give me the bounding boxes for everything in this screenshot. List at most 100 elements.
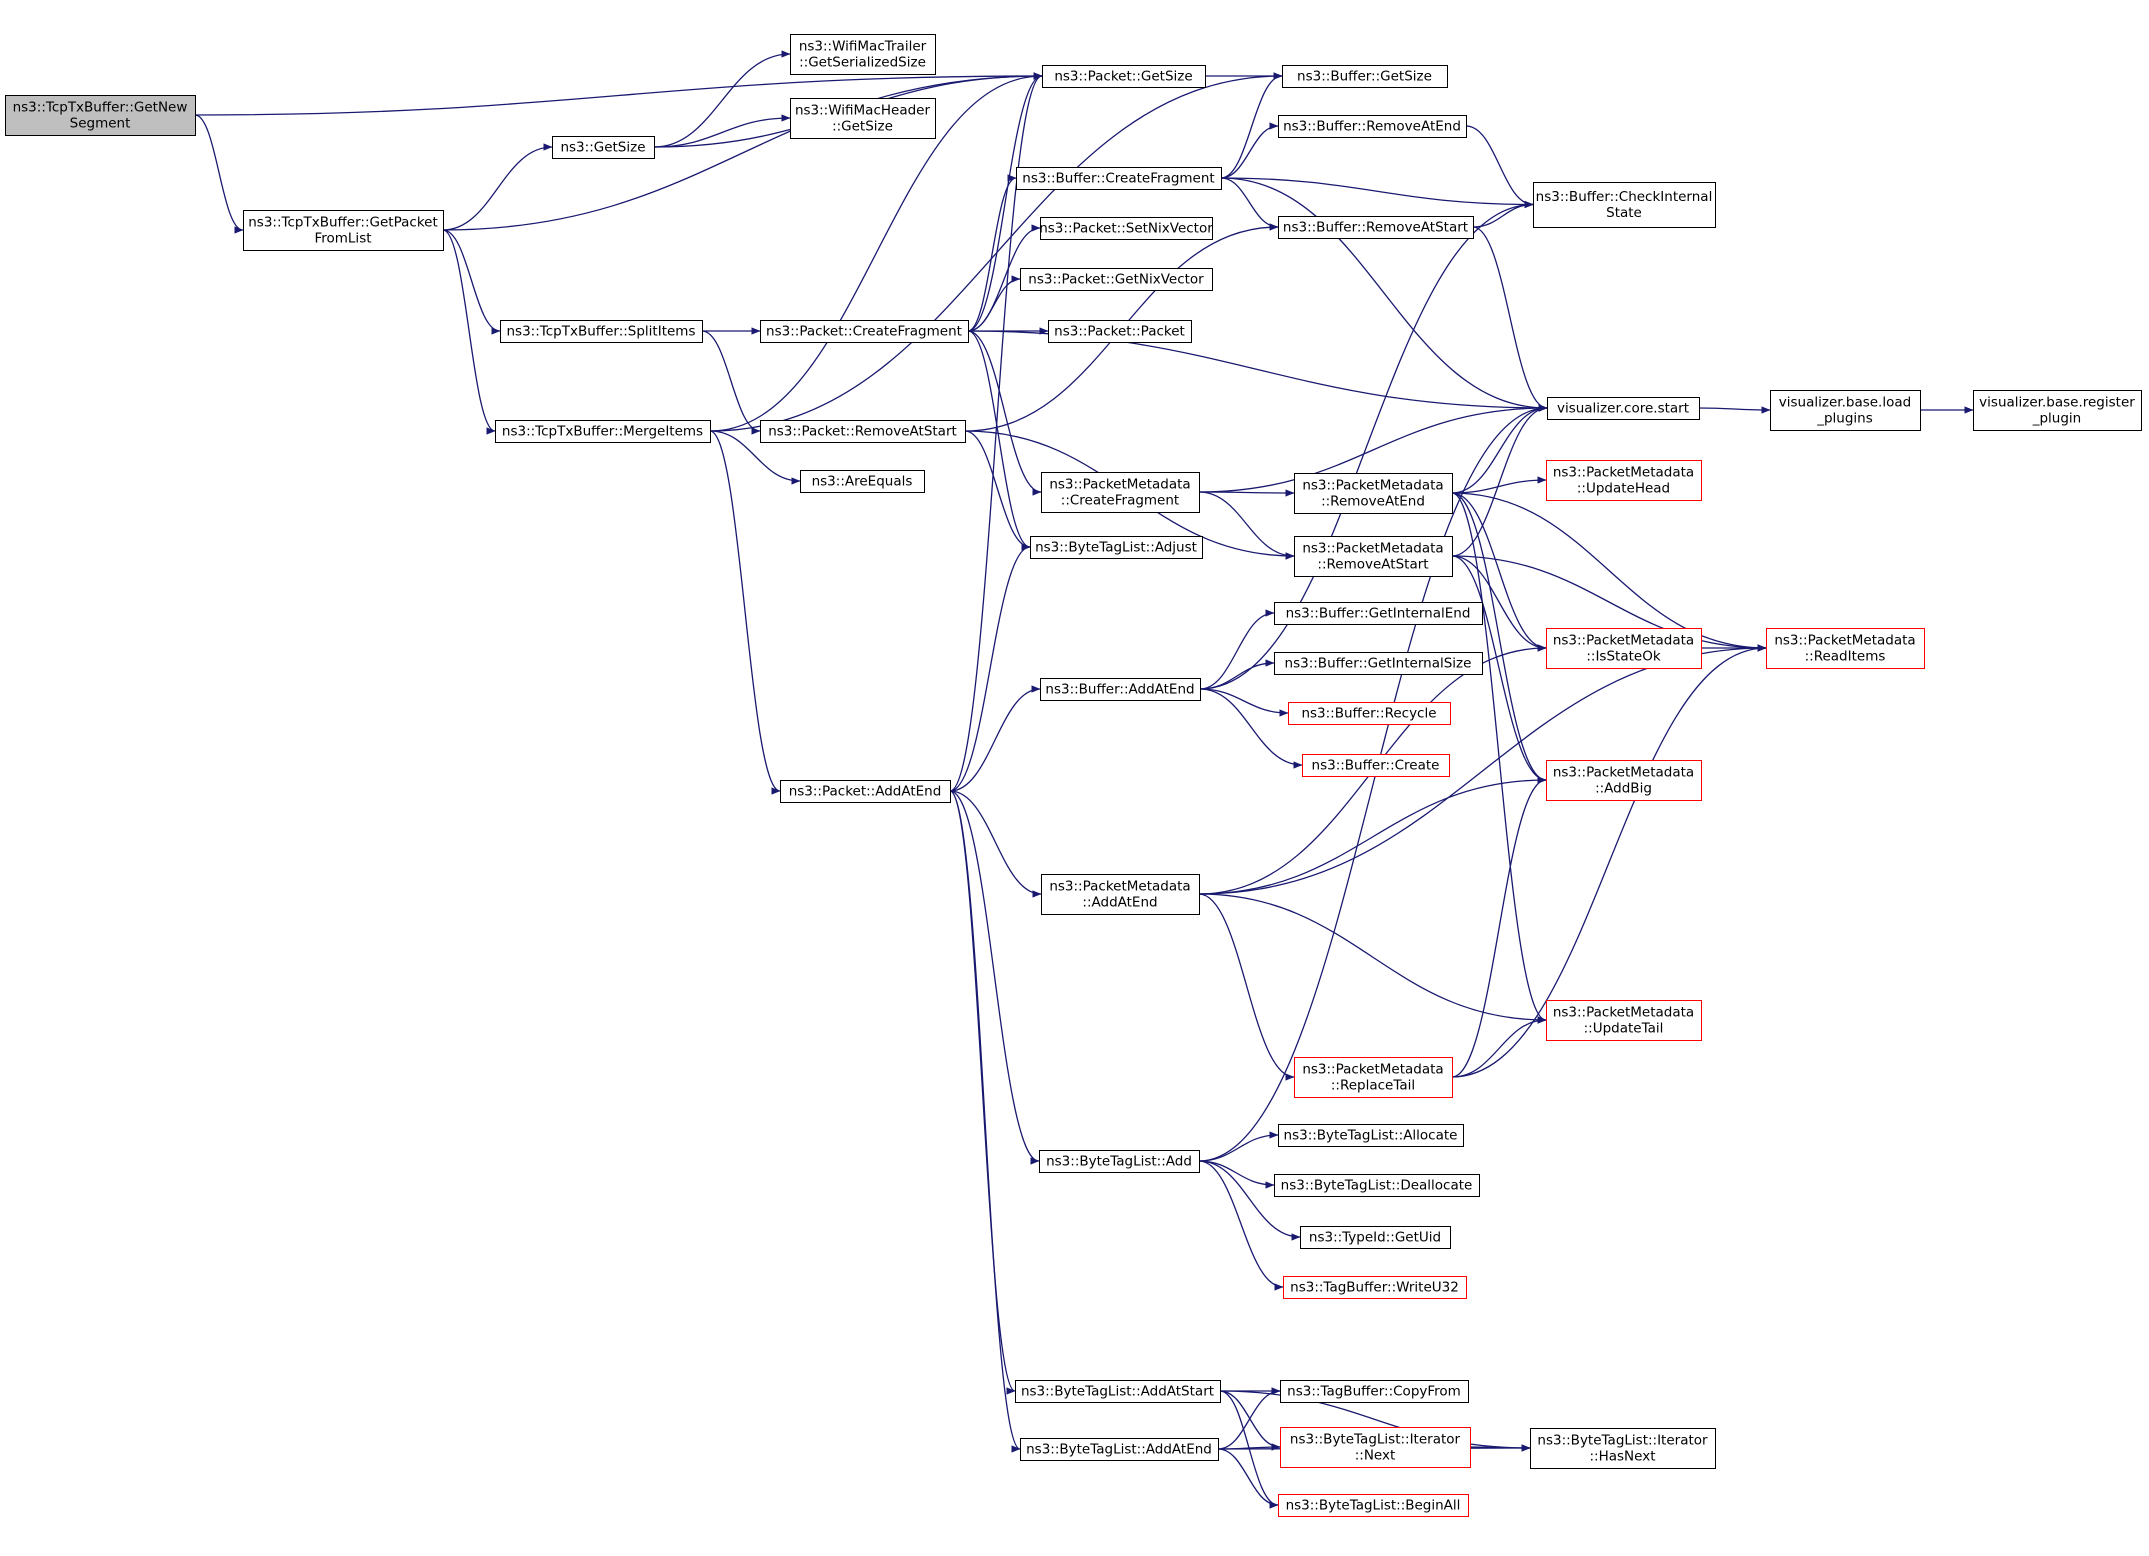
edge-getpacketfromlist-to-getsize xyxy=(442,143,553,231)
node-btl-allocate[interactable]: ns3::ByteTagList::Allocate xyxy=(1278,1124,1464,1147)
edge-viz-core-start-to-viz-load-plugins xyxy=(1698,406,1771,414)
node-buf-recycle[interactable]: ns3::Buffer::Recycle xyxy=(1288,702,1451,725)
node-buf-create[interactable]: ns3::Buffer::Create xyxy=(1302,754,1450,777)
node-buf-removeatstart[interactable]: ns3::Buffer::RemoveAtStart xyxy=(1278,216,1474,239)
node-buf-addatend[interactable]: ns3::Buffer::AddAtEnd xyxy=(1040,678,1201,701)
node-label: ::ReplaceTail xyxy=(1331,1078,1415,1094)
edge-pm-removeatstart-to-pm-addbig xyxy=(1451,555,1547,784)
node-typeid-getuid[interactable]: ns3::TypeId::GetUid xyxy=(1300,1226,1451,1249)
edge-pm-removeatstart-to-viz-core-start xyxy=(1451,404,1548,557)
edge-arrow xyxy=(701,330,761,435)
edge-arrow xyxy=(967,330,1031,551)
node-label: ns3::Buffer::RemoveAtEnd xyxy=(1283,119,1461,135)
node-label: ::AddBig xyxy=(1595,781,1652,797)
node-pkt-getsize[interactable]: ns3::Packet::GetSize xyxy=(1042,65,1206,88)
node-tagbuf-writeu32[interactable]: ns3::TagBuffer::WriteU32 xyxy=(1283,1276,1467,1299)
node-pkt-setnix[interactable]: ns3::Packet::SetNixVector xyxy=(1039,217,1213,240)
node-pm-removeatend[interactable]: ns3::PacketMetadata::RemoveAtEnd xyxy=(1294,473,1453,514)
edge-arrow xyxy=(1465,125,1534,209)
node-pm-removeatstart[interactable]: ns3::PacketMetadata::RemoveAtStart xyxy=(1294,536,1453,577)
edge-arrow xyxy=(967,330,1042,496)
node-pm-updatehead[interactable]: ns3::PacketMetadata::UpdateHead xyxy=(1546,460,1702,501)
node-pkt-removeatstart[interactable]: ns3::Packet::RemoveAtStart xyxy=(760,420,966,443)
node-buf-getinternalend[interactable]: ns3::Buffer::GetInternalEnd xyxy=(1274,602,1483,625)
edge-buf-createfragment-to-buf-getsize xyxy=(1220,72,1283,179)
node-box xyxy=(500,320,703,343)
node-box xyxy=(800,470,925,493)
edge-arrow xyxy=(949,790,1021,1453)
node-btl-deallocate[interactable]: ns3::ByteTagList::Deallocate xyxy=(1274,1174,1480,1197)
edge-arrow xyxy=(653,50,791,148)
node-mergeitems[interactable]: ns3::TcpTxBuffer::MergeItems xyxy=(495,420,711,443)
node-btl-addatstart[interactable]: ns3::ByteTagList::AddAtStart xyxy=(1015,1380,1221,1403)
node-getsize[interactable]: ns3::GetSize xyxy=(552,136,655,159)
edge-arrow xyxy=(1698,406,1771,414)
node-btl-addatend[interactable]: ns3::ByteTagList::AddAtEnd xyxy=(1020,1438,1219,1461)
edge-buf-removeatstart-to-viz-core-start xyxy=(1472,226,1548,412)
node-viz-core-start[interactable]: visualizer.core.start xyxy=(1547,397,1700,420)
node-buf-getsize[interactable]: ns3::Buffer::GetSize xyxy=(1282,65,1448,88)
node-box xyxy=(1280,1427,1471,1468)
node-box xyxy=(1302,754,1450,777)
edge-arrow xyxy=(1451,555,1547,784)
node-viz-register-plugin[interactable]: visualizer.base.register_plugin xyxy=(1973,390,2142,431)
node-box xyxy=(552,136,655,159)
node-label: ns3::ByteTagList::AddAtEnd xyxy=(1026,1442,1212,1458)
edge-arrow xyxy=(1220,177,1279,231)
edge-pkt-addatend-to-pkt-getsize xyxy=(949,72,1043,792)
node-label: State xyxy=(1606,205,1642,221)
node-label: ::Next xyxy=(1355,1448,1396,1464)
edge-getpacketfromlist-to-splititems xyxy=(442,229,501,335)
node-pm-readitems[interactable]: ns3::PacketMetadata::ReadItems xyxy=(1766,628,1925,669)
node-tagbuf-copyfrom[interactable]: ns3::TagBuffer::CopyFrom xyxy=(1280,1380,1469,1403)
node-buf-removeatend[interactable]: ns3::Buffer::RemoveAtEnd xyxy=(1278,115,1467,138)
edge-layer xyxy=(194,50,1974,1509)
edge-pm-replacetail-to-pm-readitems xyxy=(1451,644,1767,1078)
node-pkt-packet[interactable]: ns3::Packet::Packet xyxy=(1048,320,1192,343)
node-buf-getinternalsize[interactable]: ns3::Buffer::GetInternalSize xyxy=(1274,652,1483,675)
edge-arrow xyxy=(1220,177,1548,412)
edge-mergeitems-to-areequals xyxy=(709,430,801,485)
node-btl-add[interactable]: ns3::ByteTagList::Add xyxy=(1039,1150,1200,1173)
edge-arrow xyxy=(1198,1131,1279,1162)
edge-arrow xyxy=(1220,177,1534,209)
edge-pkt-addatend-to-buf-addatend xyxy=(949,685,1041,792)
node-btl-adjust[interactable]: ns3::ByteTagList::Adjust xyxy=(1030,536,1203,559)
node-box xyxy=(1016,167,1222,190)
node-viz-load-plugins[interactable]: visualizer.base.load_plugins xyxy=(1770,390,1921,431)
node-pkt-getnix[interactable]: ns3::Packet::GetNixVector xyxy=(1020,268,1213,291)
node-pm-createfragment[interactable]: ns3::PacketMetadata::CreateFragment xyxy=(1041,472,1200,513)
node-btl-iter-next[interactable]: ns3::ByteTagList::Iterator::Next xyxy=(1280,1427,1471,1468)
node-wifiheader[interactable]: ns3::WifiMacHeader::GetSize xyxy=(790,98,936,139)
node-btl-iter-hasnext[interactable]: ns3::ByteTagList::Iterator::HasNext xyxy=(1530,1428,1716,1469)
edge-arrow xyxy=(1451,776,1547,1078)
edge-pm-removeatend-to-pm-updatehead xyxy=(1451,476,1547,494)
node-pm-isstateok[interactable]: ns3::PacketMetadata::IsStateOk xyxy=(1546,628,1702,669)
node-box xyxy=(1278,115,1467,138)
edge-pkt-addatend-to-btl-adjust xyxy=(949,543,1031,792)
node-box xyxy=(1039,1150,1200,1173)
node-pm-replacetail[interactable]: ns3::PacketMetadata::ReplaceTail xyxy=(1294,1057,1453,1098)
edge-arrow xyxy=(1451,476,1547,494)
node-buf-createfragment[interactable]: ns3::Buffer::CreateFragment xyxy=(1016,167,1222,190)
edge-pm-removeatstart-to-pm-isstateok xyxy=(1451,555,1547,652)
node-label: ns3::ByteTagList::BeginAll xyxy=(1286,1498,1461,1514)
node-pm-updatetail[interactable]: ns3::PacketMetadata::UpdateTail xyxy=(1546,1000,1702,1041)
node-wifitrailer[interactable]: ns3::WifiMacTrailer::GetSerializedSize xyxy=(790,34,936,75)
node-pm-addbig[interactable]: ns3::PacketMetadata::AddBig xyxy=(1546,760,1702,801)
node-label: Segment xyxy=(70,116,131,132)
node-box xyxy=(1278,1124,1464,1147)
node-areequals[interactable]: ns3::AreEquals xyxy=(800,470,925,493)
node-pkt-createfragment[interactable]: ns3::Packet::CreateFragment xyxy=(760,320,969,343)
node-pm-addatend[interactable]: ns3::PacketMetadata::AddAtEnd xyxy=(1041,874,1200,915)
node-label: ns3::PacketMetadata xyxy=(1302,478,1443,494)
node-btl-beginall[interactable]: ns3::ByteTagList::BeginAll xyxy=(1278,1494,1469,1517)
edge-arrow xyxy=(1199,688,1289,717)
node-pkt-addatend[interactable]: ns3::Packet::AddAtEnd xyxy=(780,780,951,803)
edge-arrow xyxy=(949,790,1016,1395)
node-splititems[interactable]: ns3::TcpTxBuffer::SplitItems xyxy=(500,320,703,343)
